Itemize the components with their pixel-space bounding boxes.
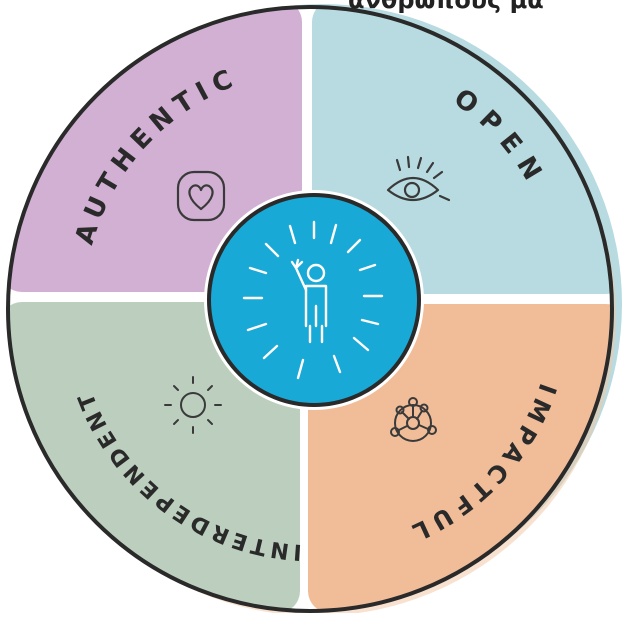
eye-icon xyxy=(386,155,451,202)
center-burst-lines xyxy=(242,220,384,380)
header-text-fragment: ανθρώπους μα xyxy=(348,0,544,14)
person-waving-icon xyxy=(290,258,328,344)
network-icon xyxy=(390,397,437,442)
wheel-outline xyxy=(6,5,614,613)
sun-icon xyxy=(164,376,222,434)
center-hub xyxy=(207,193,421,407)
heart-icon xyxy=(176,170,226,222)
